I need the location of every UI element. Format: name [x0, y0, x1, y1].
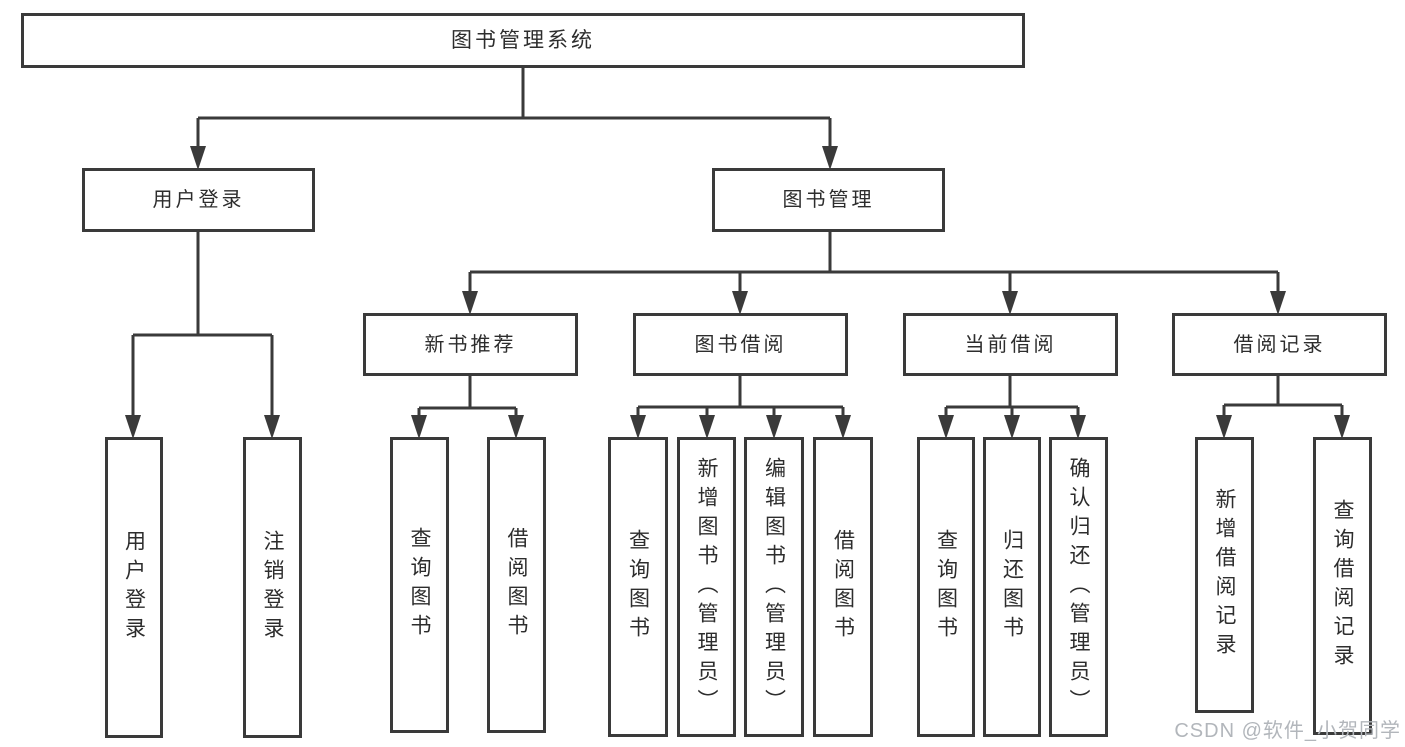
node-nb-borrow-book: 借阅图书: [487, 437, 546, 733]
node-logout: 注销登录: [243, 437, 302, 738]
node-br-query-record: 查询借阅记录: [1313, 437, 1372, 735]
node-bb-edit-book-admin: 编辑图书（管理员）: [744, 437, 804, 737]
node-new-book-rec: 新书推荐: [363, 313, 578, 376]
node-cb-query-book: 查询图书: [917, 437, 975, 737]
node-borrow-record: 借阅记录: [1172, 313, 1387, 376]
arrowheads: [125, 146, 1350, 439]
node-current-borrow: 当前借阅: [903, 313, 1118, 376]
node-user-login-group: 用户登录: [82, 168, 315, 232]
node-br-add-record: 新增借阅记录: [1195, 437, 1254, 713]
node-nb-query-book: 查询图书: [390, 437, 449, 733]
node-bb-query-book: 查询图书: [608, 437, 668, 737]
node-bb-borrow-book: 借阅图书: [813, 437, 873, 737]
node-root: 图书管理系统: [21, 13, 1025, 68]
node-book-mgmt-group: 图书管理: [712, 168, 945, 232]
node-cb-return-book: 归还图书: [983, 437, 1041, 737]
node-bb-add-book-admin: 新增图书（管理员）: [677, 437, 736, 737]
node-book-borrow: 图书借阅: [633, 313, 848, 376]
node-user-login: 用户登录: [105, 437, 163, 738]
node-cb-confirm-return-admin: 确认归还（管理员）: [1049, 437, 1108, 737]
csdn-watermark: CSDN @软件_小贺同学: [1174, 720, 1401, 742]
